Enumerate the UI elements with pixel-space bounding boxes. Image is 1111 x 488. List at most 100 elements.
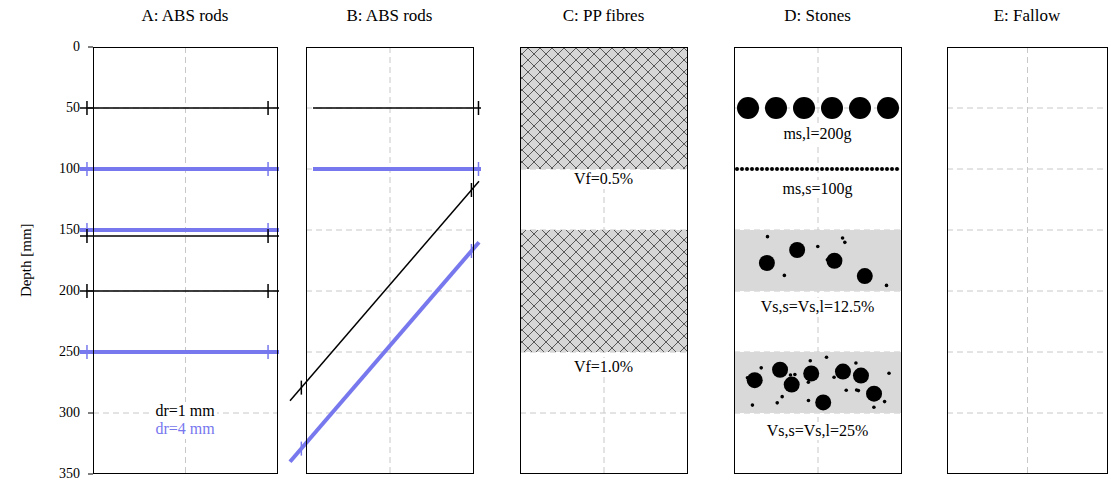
- rod-end-mark: [301, 442, 303, 456]
- small-stone: [855, 388, 859, 392]
- grid-line: [1027, 47, 1028, 474]
- layer-label: ms,l=200g: [781, 125, 853, 143]
- small-stone: [855, 167, 859, 171]
- small-stone: [865, 167, 869, 171]
- soil-column: D: Stonesms,l=200gms,s=100gVs,s=Vs,l=12.…: [734, 47, 902, 474]
- large-stone: [826, 253, 842, 269]
- grid-line: [947, 291, 1108, 292]
- large-stone: [857, 268, 873, 284]
- fibre-layer: [521, 230, 687, 352]
- grid-line: [947, 108, 1108, 109]
- large-stone: [866, 386, 882, 402]
- abs-rod: [80, 228, 279, 232]
- small-stone: [835, 167, 839, 171]
- rod-end-mark: [86, 101, 88, 115]
- large-stone: [821, 97, 843, 119]
- grid-line: [306, 291, 474, 292]
- abs-rod: [290, 242, 479, 462]
- small-stone: [875, 167, 879, 171]
- small-stone: [860, 167, 864, 171]
- layer-label: dr=1 mm: [153, 402, 216, 420]
- layer-label: ms,s=100g: [781, 180, 855, 198]
- column-title: C: PP fibres: [561, 6, 647, 26]
- small-stone: [805, 167, 809, 171]
- tick-label: 350: [59, 466, 80, 481]
- small-stone: [789, 373, 793, 377]
- large-stone: [877, 97, 899, 119]
- soil-column: C: PP fibresVf=0.5%Vf=1.0%: [520, 47, 688, 474]
- small-stone: [816, 245, 820, 249]
- column-title: D: Stones: [782, 6, 853, 26]
- stone-layer: [735, 352, 901, 413]
- tick-label: 100: [59, 161, 80, 176]
- large-stone: [737, 97, 759, 119]
- grid-line: [947, 352, 1108, 353]
- small-stone: [832, 375, 836, 379]
- small-stone: [844, 388, 848, 392]
- rod-end-mark: [471, 244, 473, 258]
- small-stone: [765, 167, 769, 171]
- large-stone: [835, 364, 851, 380]
- small-stone: [883, 400, 887, 404]
- small-stone: [735, 167, 739, 171]
- small-stone: [890, 167, 894, 171]
- small-stone: [760, 167, 764, 171]
- large-stone: [815, 394, 831, 410]
- rod-end-mark: [86, 162, 88, 176]
- layer-label: Vs,s=Vs,l=12.5%: [759, 298, 877, 316]
- large-stone: [772, 362, 788, 378]
- rod-end-mark: [478, 101, 480, 115]
- grid-line: [734, 108, 902, 109]
- rod-end-mark: [86, 284, 88, 298]
- grid-line: [947, 413, 1108, 414]
- small-stone: [845, 167, 849, 171]
- small-stone: [800, 167, 804, 171]
- small-stone: [825, 355, 829, 359]
- grid-line: [947, 230, 1108, 231]
- rod-end-mark: [267, 162, 269, 176]
- small-stone: [809, 377, 813, 381]
- small-stone: [780, 395, 784, 399]
- rod-end-mark: [301, 381, 303, 395]
- large-stone: [803, 366, 819, 382]
- small-stone: [825, 167, 829, 171]
- small-stone: [795, 167, 799, 171]
- tick-label: 0: [73, 39, 80, 54]
- abs-rod: [80, 167, 279, 171]
- large-stone: [793, 97, 815, 119]
- fibre-layer: [521, 47, 687, 169]
- small-stone: [895, 167, 899, 171]
- soil-column: A: ABS rodsdr=1 mmdr=4 mm: [93, 47, 278, 474]
- small-stone: [880, 167, 884, 171]
- small-stone: [815, 167, 819, 171]
- small-stone: [808, 359, 812, 363]
- stone-layer: [735, 230, 901, 291]
- rod-end-mark: [86, 229, 88, 243]
- large-stone: [789, 242, 805, 258]
- small-stone: [810, 167, 814, 171]
- layer-label: dr=4 mm: [153, 420, 216, 438]
- abs-rod: [80, 107, 279, 109]
- tick-label: 50: [66, 100, 80, 115]
- tick-label: 150: [59, 222, 80, 237]
- tick-label: 250: [59, 344, 80, 359]
- small-stone: [841, 236, 845, 240]
- small-stone: [807, 399, 811, 403]
- grid-line: [390, 47, 391, 474]
- rod-end-mark: [267, 101, 269, 115]
- small-stone: [751, 403, 755, 407]
- small-stone: [843, 241, 847, 245]
- small-stone: [766, 235, 770, 239]
- soil-column: B: ABS rods: [306, 47, 474, 474]
- column-title: A: ABS rods: [140, 6, 231, 26]
- small-stone: [793, 373, 797, 377]
- large-stone: [765, 97, 787, 119]
- layer-label: Vs,s=Vs,l=25%: [765, 422, 871, 440]
- tick-label: 300: [59, 405, 80, 420]
- small-stone: [812, 367, 816, 371]
- small-stone: [755, 167, 759, 171]
- small-stone: [775, 167, 779, 171]
- small-stone: [887, 371, 891, 375]
- small-stone: [870, 167, 874, 171]
- small-stone: [872, 406, 876, 410]
